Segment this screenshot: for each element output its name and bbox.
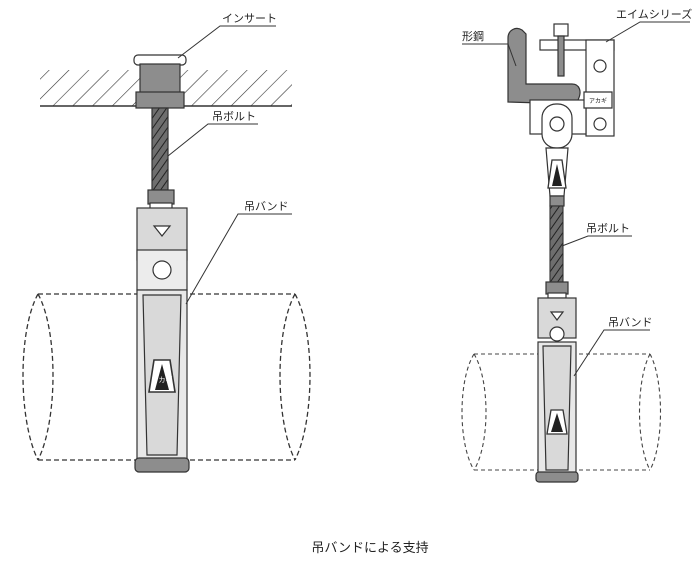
- left-figure: アカギ インサート 吊ボルト 吊バンド: [22, 12, 311, 473]
- logo-text: アカギ: [152, 376, 173, 384]
- right-bolt-label: 吊ボルト: [586, 222, 630, 235]
- bolt-callout: 吊ボルト: [167, 110, 258, 157]
- insert-label: インサート: [222, 12, 277, 25]
- akagi-logo: アカギ: [148, 359, 176, 393]
- right-band-label: 吊バンド: [608, 316, 653, 329]
- right-band-callout: 吊バンド: [573, 316, 653, 377]
- angle-steel: [507, 27, 581, 105]
- hanger-bolt: [151, 107, 169, 191]
- right-bolt-callout: 吊ボルト: [561, 222, 632, 247]
- right-hanger-bolt: [549, 205, 564, 283]
- right-hanger-band: [535, 297, 579, 483]
- hanger-band: [134, 207, 190, 473]
- bolt-label: 吊ボルト: [212, 110, 256, 123]
- band-label: 吊バンド: [244, 200, 289, 213]
- figure-caption: 吊バンドによる支持: [311, 541, 428, 556]
- insert-callout: インサート: [177, 12, 277, 59]
- right-figure: アカギ: [461, 7, 692, 483]
- swivel-link: [541, 103, 573, 207]
- steel-callout: 形鋼: [462, 29, 517, 67]
- clamp-label: エイムシリーズ: [616, 7, 692, 21]
- insert: [133, 54, 187, 109]
- nut: [147, 189, 175, 205]
- clamp-logo-text: アカギ: [589, 98, 607, 105]
- band-callout: 吊バンド: [185, 200, 292, 305]
- clamp-callout: エイムシリーズ: [605, 7, 692, 43]
- steel-label: 形鋼: [462, 29, 484, 43]
